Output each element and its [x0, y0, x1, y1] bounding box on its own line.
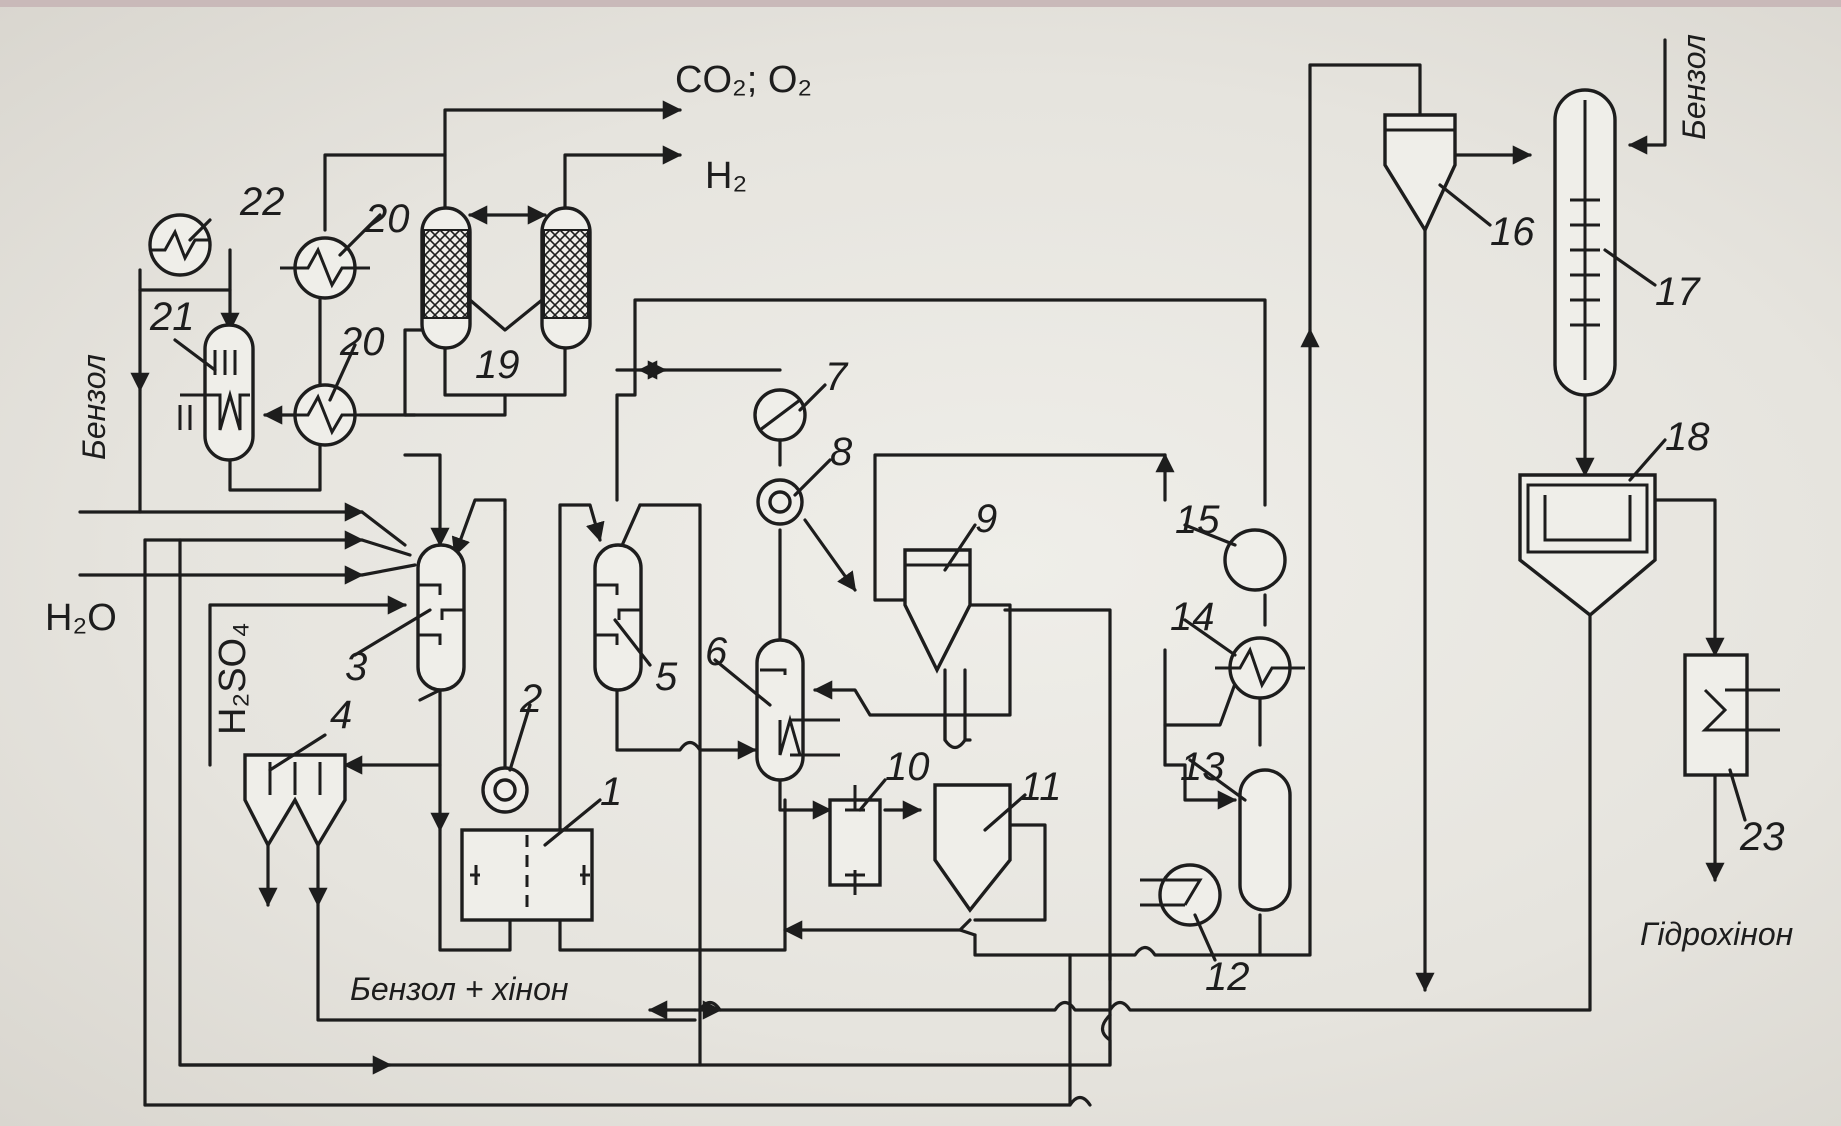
reactor-19-right [540, 206, 592, 350]
vessel-7-mark [758, 398, 802, 432]
piping [78, 38, 1725, 1107]
num-5: 5 [655, 655, 678, 699]
separator-5 [593, 543, 643, 692]
num-20-top: 20 [364, 197, 410, 241]
leader-lines [173, 183, 1747, 962]
filter-4 [243, 753, 347, 849]
num-17: 17 [1655, 270, 1701, 314]
label-benzol-quinone: Бензол + хінон [350, 971, 568, 1007]
heat-exchanger-14 [1215, 636, 1305, 700]
settler-9 [903, 548, 972, 674]
num-11: 11 [1020, 765, 1062, 809]
cooler-22 [138, 213, 212, 292]
label-benzol-right: Бензол [1676, 34, 1712, 140]
num-23: 23 [1739, 815, 1785, 859]
num-20-bottom: 20 [339, 320, 385, 364]
pump-8 [756, 478, 804, 526]
num-18: 18 [1665, 415, 1710, 459]
heater-12 [1140, 863, 1222, 927]
num-3: 3 [345, 645, 367, 689]
reactor-3 [416, 543, 466, 692]
column-13 [1238, 768, 1292, 912]
label-h2: H₂ [705, 155, 747, 197]
num-1: 1 [600, 770, 622, 814]
num-14: 14 [1170, 595, 1215, 639]
num-7: 7 [825, 355, 849, 399]
pump-2 [481, 766, 529, 814]
equipment-number-labels: 1 2 3 4 5 6 7 8 9 10 11 12 13 14 15 16 1… [149, 180, 1785, 999]
num-22: 22 [239, 180, 285, 224]
cooler-23 [1683, 653, 1780, 777]
label-hydroquinone: Гідрохінон [1640, 916, 1793, 952]
num-9: 9 [975, 497, 997, 541]
electrolyzer-1 [460, 828, 594, 922]
column-6 [755, 638, 840, 782]
num-2: 2 [519, 677, 542, 721]
num-19: 19 [475, 343, 520, 387]
column-17 [1553, 88, 1617, 397]
filter-18 [1518, 473, 1657, 618]
num-4: 4 [330, 693, 352, 737]
num-10: 10 [885, 745, 930, 789]
num-6: 6 [705, 630, 728, 674]
settler-11 [933, 783, 1012, 913]
label-co2-o2: CO₂; O₂ [675, 59, 812, 101]
label-h2so4: H₂SO₄ [212, 622, 254, 735]
vessel-15 [1223, 528, 1287, 592]
num-21: 21 [149, 295, 195, 339]
reactor-19-crossover [468, 298, 544, 332]
label-benzol-left: Бензол [76, 354, 112, 460]
num-16: 16 [1490, 210, 1535, 254]
num-8: 8 [830, 430, 853, 474]
reactor-19-left [420, 206, 472, 350]
separator-21 [178, 323, 255, 462]
heat-exchanger-20-top [280, 236, 370, 300]
top-edge-band [0, 0, 1841, 7]
heat-exchanger-20-bottom [280, 383, 370, 447]
filter-10 [828, 785, 882, 895]
cyclone-16 [1383, 113, 1457, 234]
label-h2o: H₂O [45, 597, 117, 639]
num-12: 12 [1205, 955, 1250, 999]
